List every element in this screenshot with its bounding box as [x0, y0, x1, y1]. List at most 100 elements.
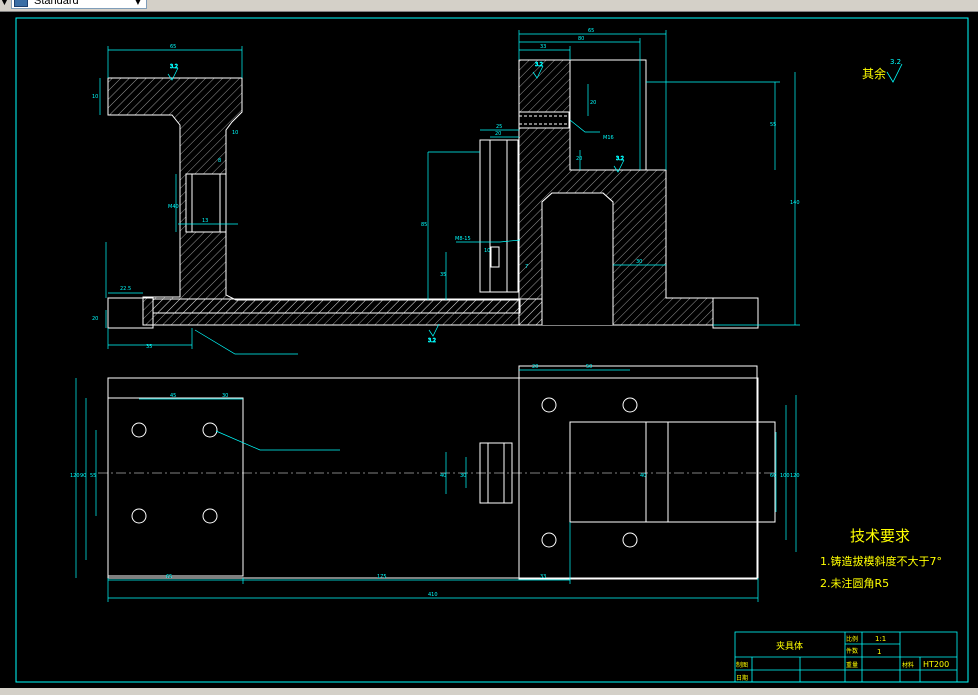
- roughness-text: 3.2: [616, 156, 624, 162]
- dim-text: 90: [80, 473, 86, 479]
- hole: [541, 532, 557, 548]
- dim-text: 50: [586, 364, 592, 370]
- dim-text: 10: [92, 94, 98, 100]
- hole: [202, 508, 218, 524]
- scale-value: 1:1: [875, 635, 886, 643]
- dim-text: 120: [70, 473, 80, 479]
- front-dimensions: [99, 30, 800, 355]
- roughness-text: 3.2: [170, 64, 178, 70]
- left-bracket-section: [107, 77, 521, 326]
- material-value: HT200: [923, 660, 949, 669]
- tech-title: 技术要求: [850, 527, 910, 545]
- roughness-marks: 3.2 3.2 3.2 3.2: [167, 62, 625, 344]
- text-style-combo[interactable]: Standard ▼: [11, 0, 147, 9]
- top-block: [569, 59, 647, 171]
- dim-text: 25: [496, 124, 502, 130]
- callout-m8: M8-15: [455, 236, 471, 242]
- hole: [131, 422, 147, 438]
- top-dimensions: [75, 369, 797, 602]
- dim-text: 85: [421, 222, 427, 228]
- dim-text: 55: [770, 122, 776, 128]
- dim-text: 20: [495, 131, 501, 137]
- dim-text: 140: [790, 200, 800, 206]
- hole: [131, 508, 147, 524]
- roughness-other-label: 其余: [862, 66, 886, 81]
- clamp-pad: [479, 139, 519, 293]
- part-name: 夹具体: [776, 640, 803, 652]
- roughness-text: 3.2: [428, 338, 436, 344]
- date-label: 日期: [736, 674, 748, 682]
- material-label: 材料: [902, 661, 914, 669]
- base-left-ext: [107, 297, 154, 329]
- dim-text: 80: [578, 36, 584, 42]
- dim-text: 65: [588, 28, 594, 34]
- dim-text: 65: [170, 44, 176, 50]
- dim-text: 7: [525, 264, 528, 270]
- support-cavity: [541, 192, 614, 325]
- qty-label: 件数: [846, 647, 858, 655]
- dim-text: 35: [146, 344, 152, 350]
- dim-text: 13: [202, 218, 208, 224]
- hole: [541, 397, 557, 413]
- dim-text: 40: [440, 473, 446, 479]
- dim-text: 22.5: [120, 286, 131, 292]
- dim-text: 45: [170, 393, 176, 399]
- dim-text: 20: [532, 364, 538, 370]
- dim-text: 60: [770, 473, 776, 479]
- roughness-other-value: 3.2: [890, 58, 901, 66]
- dim-text: 8: [218, 158, 221, 164]
- dim-text: 10: [232, 130, 238, 136]
- scale-label: 比例: [846, 635, 858, 643]
- tech-item: 2.未注圆角R5: [820, 576, 889, 590]
- toolbar-arrow-icon[interactable]: ▼: [1, 0, 8, 7]
- status-bar: [0, 688, 978, 695]
- tech-requirements: 技术要求 1.铸造拔模斜度不大于7° 2.未注圆角R5: [820, 527, 942, 590]
- dim-text: 30: [222, 393, 228, 399]
- top-base-outline: [107, 377, 759, 579]
- dim-text: 20: [576, 156, 582, 162]
- roughness-text: 3.2: [535, 62, 543, 68]
- dim-text: 33: [540, 44, 546, 50]
- dim-text: 175: [377, 574, 387, 580]
- top-left-flange: [107, 397, 244, 577]
- title-block-text: 夹具体 比例 1:1 件数 1 制图 重量 材料 HT200 日期: [736, 635, 949, 682]
- m16-hole: [518, 111, 570, 129]
- front-view: [107, 59, 759, 329]
- drawing-frame: [15, 17, 969, 683]
- m8-screw: [490, 246, 500, 268]
- dim-text: 410: [428, 592, 438, 598]
- dim-text: 120: [790, 473, 800, 479]
- front-dim-texts: 65 65 80 33 10 10 8 13 M40 25 20 85 35 5…: [92, 28, 800, 350]
- dim-text: 65: [166, 574, 172, 580]
- top-right-block: [518, 365, 758, 580]
- dim-text: 55: [90, 473, 96, 479]
- dim-text: 33: [540, 574, 546, 580]
- qty-value: 1: [877, 648, 881, 656]
- general-roughness: 其余 3.2: [862, 58, 903, 83]
- dim-text: 20: [590, 100, 596, 106]
- dim-text: 20: [92, 316, 98, 322]
- base-right-ext: [712, 297, 759, 329]
- hole: [622, 532, 638, 548]
- text-style-icon: [14, 0, 28, 7]
- chevron-down-icon[interactable]: ▼: [134, 0, 142, 6]
- text-style-value: Standard: [34, 0, 79, 7]
- hole: [202, 422, 218, 438]
- dim-text: 30: [460, 473, 466, 479]
- dim-text: 30: [636, 259, 642, 265]
- toolbar: ▼ Standard ▼: [0, 0, 978, 12]
- weight-label: 重量: [846, 661, 858, 669]
- dim-text: 10: [484, 248, 490, 254]
- dim-text: 100: [780, 473, 790, 479]
- dim-text: 40: [640, 473, 646, 479]
- dim-text: M40: [168, 204, 179, 210]
- title-block: [734, 631, 958, 683]
- hole: [622, 397, 638, 413]
- tech-item: 1.铸造拔模斜度不大于7°: [820, 554, 942, 568]
- base-plate-section: [152, 298, 544, 326]
- drawing-canvas[interactable]: 65 65 80 33 10 10 8 13 M40 25 20 85 35 5…: [0, 12, 978, 688]
- drawn-label: 制图: [736, 661, 748, 669]
- bracket-bore: [185, 173, 227, 233]
- callout-m16: M16: [603, 135, 614, 141]
- dim-text: 35: [440, 272, 446, 278]
